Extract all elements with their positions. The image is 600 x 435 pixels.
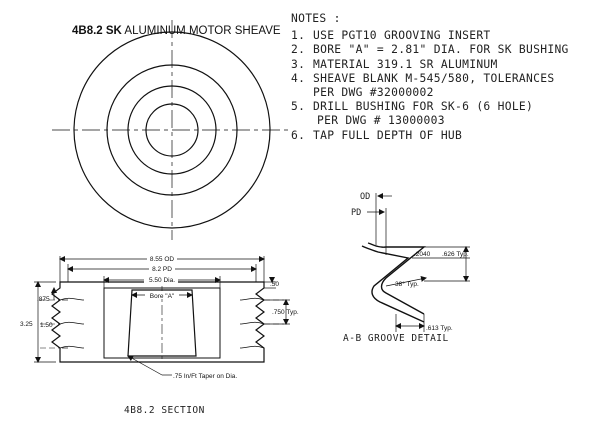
section-view: 8.55 OD 8.2 PD 5.50 Dia. Bore "A" .875 3… — [20, 254, 299, 416]
note-3: 3. MATERIAL 319.1 SR ALUMINUM — [291, 58, 569, 72]
right-dimensions — [264, 277, 290, 325]
note-number: 2. — [291, 43, 306, 57]
groove-lines — [59, 297, 265, 349]
top-offset-label: .875 — [37, 296, 50, 303]
pd-dimension-label: 8.2 PD — [152, 266, 172, 273]
groove-detail: OD PD .2040 .626 Typ. 38° Typ. .613 Typ.… — [343, 192, 470, 344]
groove-dimensions — [385, 246, 470, 332]
taper-leader — [127, 355, 172, 376]
bore-label: Bore "A" — [150, 293, 175, 300]
groove-depth-label: .2040 — [414, 251, 431, 258]
groove-bottom-typ-label: .613 Typ. — [426, 325, 453, 332]
note-number: 4. — [291, 71, 306, 85]
height-dimensions — [34, 281, 68, 363]
note-5: 5. DRILL BUSHING FOR SK-6 (6 HOLE) — [291, 100, 569, 114]
groove-angle-label: 38° Typ. — [395, 280, 419, 288]
note-text: MATERIAL 319.1 SR ALUMINUM — [313, 57, 498, 71]
note-5-continued: PER DWG # 13000003 — [317, 114, 445, 128]
note-text: BORE "A" = 2.81" DIA. FOR SK BUSHING — [313, 43, 569, 57]
overall-height-label: 3.25 — [20, 321, 33, 328]
note-number: 3. — [291, 57, 306, 71]
note-text: TAP FULL DEPTH OF HUB — [313, 128, 463, 142]
notes-block: NOTES : 1. USE PGT10 GROOVING INSERT 2. BO… — [291, 12, 569, 143]
tapered-bore — [127, 289, 197, 357]
note-number: 6. — [291, 128, 306, 142]
note-text: SHEAVE BLANK M-545/580, TOLERANCES — [313, 71, 555, 85]
groove-detail-caption: A-B GROOVE DETAIL — [343, 333, 449, 344]
drawing-title: 4B8.2 SK ALUMINUM MOTOR SHEAVE — [72, 25, 281, 37]
rim-width-label: .50 — [270, 281, 279, 288]
notes-header: NOTES : — [291, 12, 341, 25]
inner-height-label: 1.50 — [40, 322, 53, 329]
groove-profile-top — [361, 245, 425, 323]
title-description: ALUMINUM MOTOR SHEAVE — [121, 25, 281, 37]
title-model: 4B8.2 SK — [72, 25, 122, 37]
groove-profile — [367, 242, 426, 315]
note-2: 2. BORE "A" = 2.81" DIA. FOR SK BUSHING — [291, 43, 569, 57]
section-caption: 4B8.2 SECTION — [124, 405, 205, 416]
note-1: 1. USE PGT10 GROOVING INSERT — [291, 29, 569, 43]
note-4-continued: PER DWG #32000002 — [313, 86, 434, 100]
front-view — [52, 20, 292, 240]
note-text: DRILL BUSHING FOR SK-6 (6 HOLE) — [313, 100, 534, 114]
groove-pd-label: PD — [351, 208, 361, 218]
groove-reference-lines — [367, 193, 392, 255]
note-number: 5. — [291, 100, 306, 114]
note-text: USE PGT10 GROOVING INSERT — [313, 29, 491, 43]
sheave-outer-profile — [51, 281, 265, 363]
taper-note-label: .75 In/Ft Taper on Dia. — [173, 373, 237, 380]
note-number: 1. — [291, 29, 306, 43]
note-6: 6. TAP FULL DEPTH OF HUB — [291, 129, 569, 143]
groove-pitch-label: .750 Typ. — [272, 309, 299, 316]
groove-od-label: OD — [360, 192, 370, 202]
od-dimension-label: 8.55 OD — [150, 256, 175, 263]
hub-diameter-label: 5.50 Dia. — [149, 277, 175, 284]
groove-top-typ-label: .626 Typ. — [442, 251, 469, 258]
note-4: 4. SHEAVE BLANK M-545/580, TOLERANCES — [291, 72, 569, 86]
